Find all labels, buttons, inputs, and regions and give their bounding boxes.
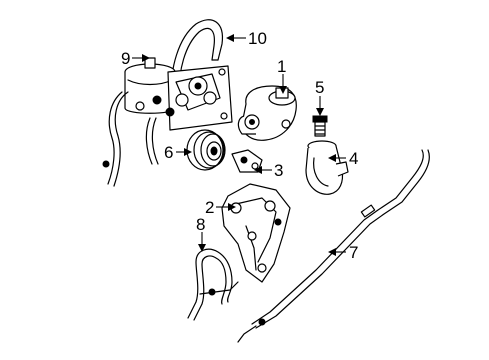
bolt-part-5 (312, 115, 328, 137)
return-line-part-8 (187, 248, 239, 321)
callout-7: 7 (349, 243, 358, 262)
callout-2: 2 (205, 198, 214, 217)
reservoir-bracket-part-4 (305, 140, 349, 195)
callout-3: 3 (274, 161, 283, 180)
callout-5: 5 (315, 78, 324, 97)
pump-assembly-part-9 (102, 57, 233, 187)
callout-9: 9 (121, 49, 130, 68)
callout-8: 8 (196, 215, 205, 234)
callout-10: 10 (248, 29, 267, 48)
callout-1: 1 (277, 57, 286, 76)
callout-leaders (132, 34, 346, 256)
mounting-bracket-part-2 (221, 183, 291, 283)
steering-pump-part-1 (237, 85, 297, 141)
small-bracket-part-3 (231, 149, 263, 173)
pressure-line-part-7 (237, 149, 430, 343)
pulley-part-6 (186, 129, 226, 171)
callout-6: 6 (164, 143, 173, 162)
callout-4: 4 (349, 149, 358, 168)
